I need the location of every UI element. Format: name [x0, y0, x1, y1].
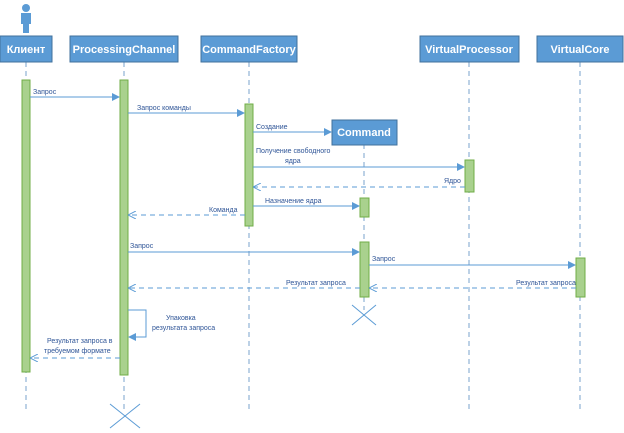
label-pack-1: Упаковка: [166, 315, 196, 322]
participant-virtual-core: VirtualCore: [536, 35, 624, 63]
activation-client: [21, 79, 31, 373]
participant-command: Command: [331, 119, 398, 146]
activation-command-2: [359, 241, 370, 298]
participant-processing-channel-label: ProcessingChannel: [73, 44, 176, 56]
label-get-free-core-1: Получение свободного: [256, 147, 331, 155]
label-command-request: Запрос команды: [137, 105, 191, 112]
label-assign-core: Назначение ядра: [265, 198, 322, 205]
label-request-2: Запрос: [130, 243, 154, 250]
label-request-result-1: Результат запроса: [516, 280, 576, 287]
participant-virtual-processor: VirtualProcessor: [419, 35, 520, 63]
destroy-mark-processing-channel: [109, 403, 141, 429]
label-create: Создание: [256, 124, 288, 131]
label-request: Запрос: [33, 89, 57, 96]
label-request-3: Запрос: [372, 256, 396, 263]
activation-command-1: [359, 197, 370, 218]
participant-command-label: Command: [337, 127, 391, 139]
label-get-free-core-2: ядра: [285, 158, 301, 165]
label-final-2: требуемом формате: [44, 347, 111, 355]
actor-icon: [21, 4, 31, 33]
participant-virtual-processor-label: VirtualProcessor: [425, 44, 514, 56]
participant-processing-channel: ProcessingChannel: [69, 35, 179, 63]
participant-command-factory-label: CommandFactory: [202, 44, 296, 56]
participant-virtual-core-label: VirtualCore: [550, 44, 609, 56]
activation-virtual-core: [575, 257, 586, 298]
participant-client-label: Клиент: [7, 44, 46, 56]
label-core: Ядро: [444, 178, 461, 185]
participant-client: Клиент: [0, 35, 53, 63]
participant-command-factory: CommandFactory: [200, 35, 298, 63]
label-request-result-2: Результат запроса: [286, 280, 346, 287]
activation-processing-channel: [119, 79, 129, 376]
label-final-1: Результат запроса в: [47, 338, 113, 345]
label-pack-2: результата запроса: [152, 325, 215, 332]
activation-command-factory: [244, 103, 254, 227]
activation-virtual-processor: [464, 159, 475, 193]
arrow-pack-self: [128, 309, 147, 341]
destroy-mark-command: [351, 304, 377, 326]
label-command: Команда: [209, 207, 238, 214]
